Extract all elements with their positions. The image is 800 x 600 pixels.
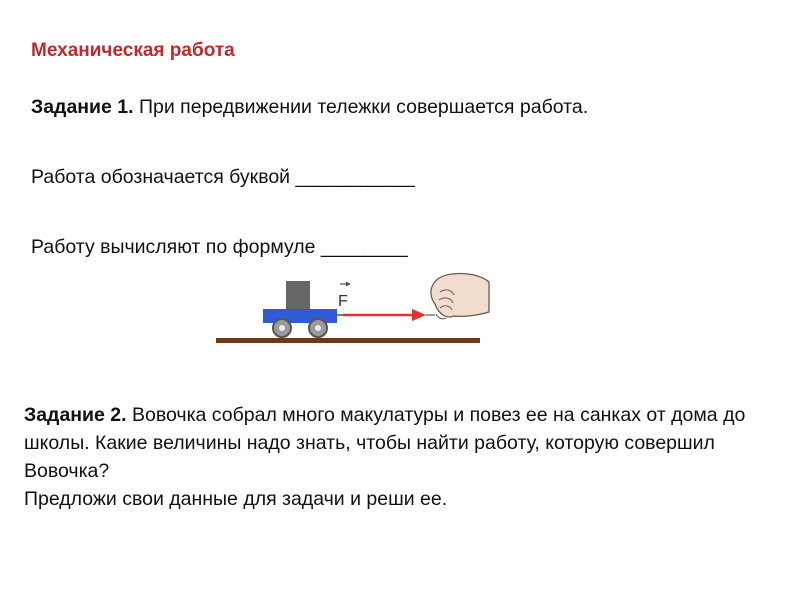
cart-illustration: F [210, 262, 500, 354]
task-1-text: При передвижении тележки совершается раб… [139, 96, 589, 118]
task-1-formula-line: Работу вычисляют по формуле ________ [31, 236, 408, 258]
hand-icon [430, 272, 490, 320]
task-1-letter-line: Работа обозначается буквой ___________ [31, 166, 415, 188]
slide-title: Механическая работа [31, 40, 235, 61]
task-1-label: Задание 1. [31, 96, 134, 118]
task-2-instruction: Предложи свои данные для задачи и реши е… [24, 488, 448, 510]
task-2-statement: Задание 2. Вовочка собрал много макулату… [24, 401, 784, 485]
task-2: Задание 2. Вовочка собрал много макулату… [24, 401, 784, 513]
task-1: Задание 1. При передвижении тележки сове… [31, 93, 711, 261]
task-1-statement: Задание 1. При передвижении тележки сове… [31, 93, 711, 121]
task-2-text: Вовочка собрал много макулатуры и повез … [24, 404, 746, 482]
force-label: F [338, 293, 348, 310]
ground-line [216, 338, 480, 343]
task-2-label: Задание 2. [24, 404, 127, 426]
cargo-box [286, 281, 310, 311]
cart-body [263, 309, 337, 323]
